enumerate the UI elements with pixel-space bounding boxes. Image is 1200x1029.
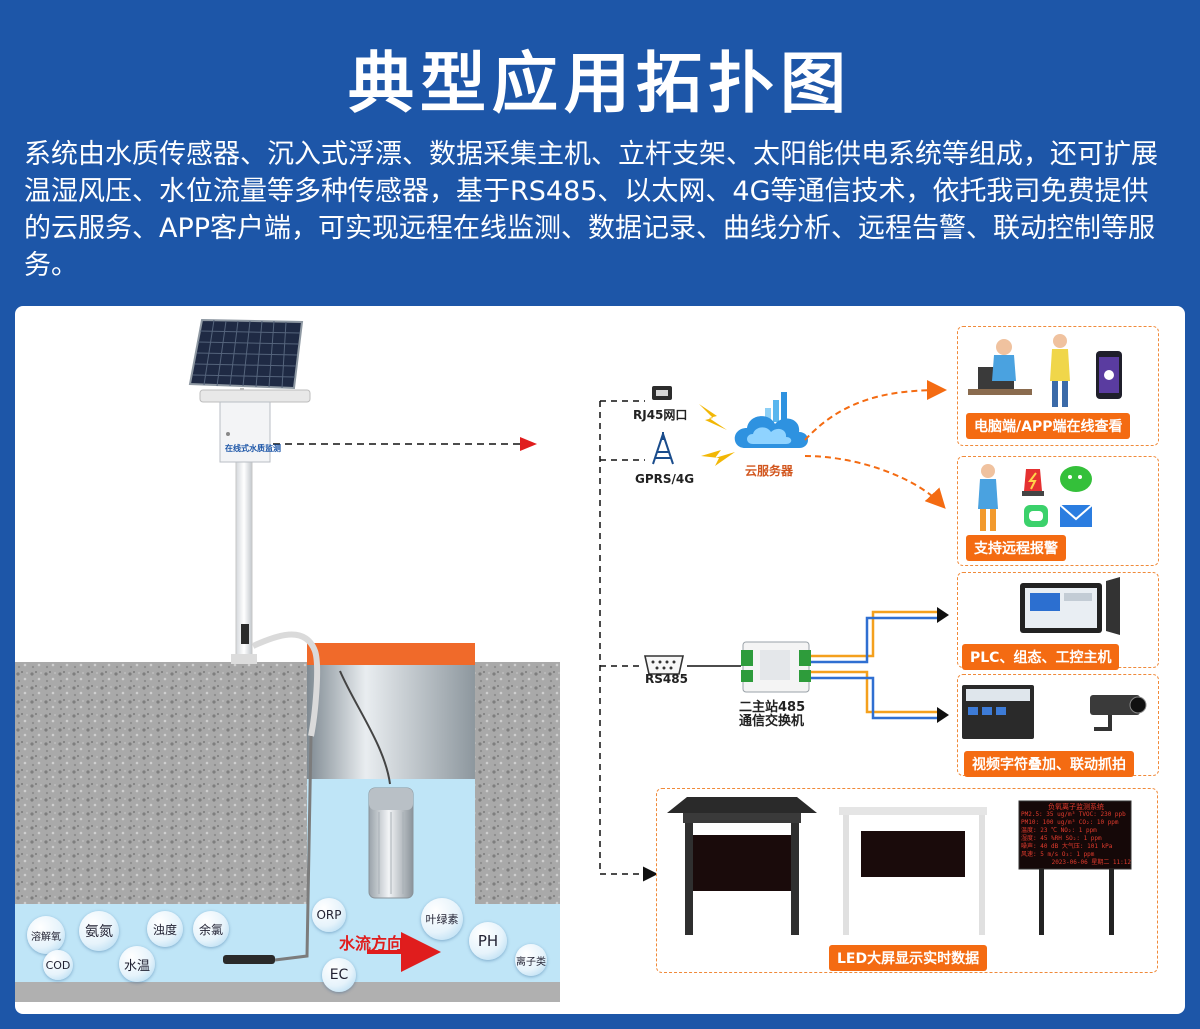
led-row: 风速: 5 m/s O₃: 1 ppm: [1021, 851, 1095, 858]
led-row: PM2.5: 35 ug/m³ TVOC: 230 ppb: [1021, 811, 1126, 818]
plc-tag: PLC、组态、工控主机: [962, 644, 1120, 670]
param-bubble: 浊度: [147, 911, 183, 947]
led-box: 负氧离子监测系统 PM2.5: 35 ug/m³ TVOC: 230 ppb P…: [656, 788, 1158, 973]
intro-text: 系统由水质传感器、沉入式浮漂、数据采集主机、立杆支架、太阳能供电系统等组成，还可…: [24, 139, 1158, 281]
led-row: 温度: 23 ℃ NO₂: 1 ppm: [1021, 827, 1097, 834]
param-bubble: ORP: [312, 898, 346, 932]
param-bubble: 余氯: [193, 911, 229, 947]
led-title: 负氧离子监测系统: [1048, 803, 1104, 811]
rs485-label: RS485: [645, 672, 688, 686]
param-bubble: 溶解氧: [27, 916, 65, 954]
led-row: 湿度: 45 %RH SO₂: 1 ppm: [1021, 835, 1102, 842]
video-tag: 视频字符叠加、联动抓拍: [964, 751, 1134, 777]
pc-phone-users-icon: [968, 334, 1122, 407]
led-tag: LED大屏显示实时数据: [829, 945, 988, 971]
online-view-box: 电脑端/APP端在线查看: [957, 326, 1159, 446]
industrial-pc-icon: [1020, 577, 1120, 635]
video-box: 视频字符叠加、联动抓拍: [957, 674, 1159, 777]
param-bubble: 氨氮: [79, 911, 119, 951]
page-title: 典型应用拓扑图: [348, 45, 852, 122]
param-bubble: 水温: [119, 946, 155, 982]
station-box-label: 在线式水质监测: [225, 444, 281, 453]
param-bubble: 离子类: [515, 944, 547, 976]
led-board-text: 负氧离子监测系统 PM2.5: 35 ug/m³ TVOC: 230 ppb P…: [1021, 803, 1131, 867]
led-row: 噪声: 40 dB 大气压: 101 kPa: [1021, 843, 1113, 850]
param-bubble: COD: [43, 950, 73, 980]
led-display-boards-icon: [667, 797, 1132, 935]
led-date: 2023-06-06 星期二 11:12: [1051, 859, 1131, 866]
led-row: PM10: 100 ug/m³ CO₂: 10 ppm: [1021, 819, 1119, 826]
switch-label-line1: 二主站485: [739, 700, 806, 715]
remote-alarm-tag: 支持远程报警: [966, 535, 1066, 561]
topology-panel: 在线式水质监测 RJ45网口 GPRS/4G 云服务器 RS485 二主站485…: [15, 306, 1185, 1014]
gprs-label: GPRS/4G: [635, 472, 695, 486]
rj45-label: RJ45网口: [633, 408, 688, 422]
switch-label-line2: 通信交换机: [739, 714, 805, 729]
alarm-channels-icon: [978, 464, 1093, 531]
camera-controller-icon: [962, 685, 1147, 739]
online-view-tag: 电脑端/APP端在线查看: [966, 413, 1131, 439]
param-bubble: PH: [469, 922, 507, 960]
remote-alarm-box: 支持远程报警: [957, 456, 1159, 566]
cloud-server-label: 云服务器: [745, 464, 794, 478]
param-bubble: EC: [322, 958, 356, 992]
flow-direction-label: 水流方向: [339, 934, 404, 953]
param-bubble: 叶绿素: [421, 898, 463, 940]
plc-box: PLC、组态、工控主机: [957, 572, 1159, 670]
